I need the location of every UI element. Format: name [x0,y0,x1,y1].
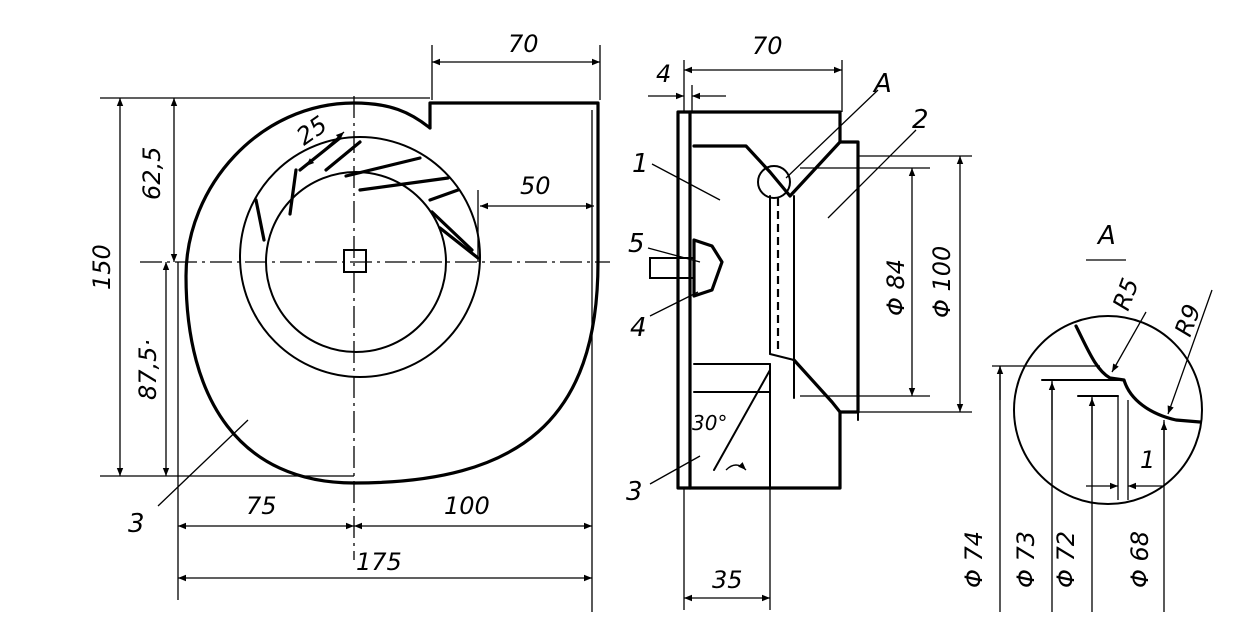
dim-angle-30-text: 30° [692,411,727,435]
dim-upper-62-5: 62,5 [138,147,166,200]
leader-part3-front [157,419,249,507]
dim-lower-87-5: 87,5· [134,339,162,400]
dim-outlet-50: 50 [520,172,551,200]
inner-join [769,353,795,361]
impeller-blades [254,136,480,260]
leader-r9 [1167,289,1213,415]
leader-part1 [651,163,721,201]
label-part-5: 5 [628,229,645,259]
leader-part4 [649,291,699,317]
leader-r5 [1111,311,1147,373]
nut [692,238,724,298]
dim-overall-175: 175 [356,548,402,576]
leader-part3-side [649,455,701,485]
label-part-2: 2 [912,105,929,135]
dim-d74: Φ 74 [960,531,988,588]
cone-upper [692,140,842,198]
dim-angle-30 [725,462,747,471]
dim-d73: Φ 73 [1012,531,1040,588]
detail-view-a: A R5 R9 1 Φ 74 Φ 73 Φ 72 Φ 68 [960,221,1213,612]
volute-casing-outline [184,101,600,485]
hub-square [343,249,367,273]
leader-part5 [647,247,701,263]
side-view: 70 4 35 30° Φ 84 Φ 100 1 2 3 4 5 A [626,32,972,610]
dim-blade-25: 25 [291,110,332,150]
label-part-3-front: 3 [128,509,145,539]
label-detail-a: A [872,69,892,99]
impeller-outer-ring [239,136,481,378]
dim-d68: Φ 68 [1126,531,1154,588]
dim-d100: Φ 100 [928,246,956,318]
leader-detail-a [785,89,879,179]
label-part-4: 4 [630,313,647,343]
dim-thickness-4: 4 [656,60,671,88]
dim-d72: Φ 72 [1052,531,1080,588]
dim-r5: R5 [1107,274,1144,314]
dim-right-100: 100 [444,492,490,520]
detail-title: A [1096,221,1116,251]
detail-profile [1074,324,1202,424]
shaft-stub [649,257,695,279]
dim-side-70: 70 [752,32,783,60]
cone-lower [792,358,842,414]
dim-height-150: 150 [88,244,116,290]
base-slant [713,369,771,471]
detail-circle [1013,315,1203,505]
dim-base-35: 35 [712,566,743,594]
leader-part2 [827,129,917,219]
dim-gap-1: 1 [1140,446,1155,474]
detail-a-circle [757,165,791,199]
dim-top-70: 70 [508,30,539,58]
label-part-3-side: 3 [626,477,643,507]
front-view: 70 25 50 150 62,5 87,5· 75 100 175 3 [88,30,610,612]
dim-d84: Φ 84 [882,259,910,316]
dim-left-75: 75 [246,492,277,520]
label-part-1: 1 [632,149,649,179]
dim-r9: R9 [1169,300,1206,340]
dim-line-25 [305,131,345,167]
